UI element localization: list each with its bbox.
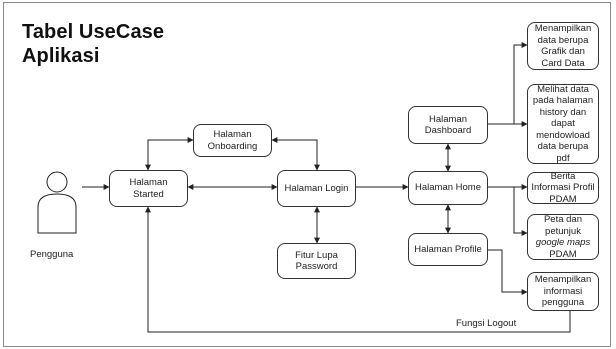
arrow-profile-info bbox=[488, 249, 528, 295]
node-halaman-onboarding: Halaman Onboarding bbox=[193, 124, 272, 157]
node-fitur-lupa-password: Fitur Lupa Password bbox=[277, 243, 356, 279]
actor-label: Pengguna bbox=[30, 249, 74, 260]
node-halaman-started: Halaman Started bbox=[109, 170, 188, 207]
node-halaman-login: Halaman Login bbox=[277, 170, 356, 207]
node-halaman-profile: Halaman Profile bbox=[408, 233, 488, 266]
arrow-onboarding-login bbox=[271, 137, 320, 171]
actor-icon bbox=[37, 171, 77, 234]
arrow-logout bbox=[145, 206, 571, 333]
arrow-dashboard-grafik bbox=[488, 42, 528, 125]
arrow-started-onboarding bbox=[145, 137, 194, 171]
node-history-pdf: Melihat data pada halaman history dan da… bbox=[527, 84, 599, 164]
node-informasi-pengguna: Menampilkan informasi pengguna bbox=[527, 272, 599, 311]
diagram-title: Tabel UseCase Aplikasi bbox=[22, 21, 165, 67]
node-halaman-dashboard: Halaman Dashboard bbox=[408, 106, 488, 144]
logout-label: Fungsi Logout bbox=[456, 318, 517, 329]
node-grafik-card-data: Menampilkan data berupa Grafik dan Card … bbox=[527, 22, 599, 70]
node-berita-informasi: Berita Informasi Profil PDAM bbox=[527, 171, 599, 205]
node-peta-google-maps: Peta dan petunjuk google maps PDAM bbox=[527, 214, 599, 260]
node-halaman-home: Halaman Home bbox=[408, 171, 488, 205]
arrow-home-peta bbox=[488, 186, 528, 236]
